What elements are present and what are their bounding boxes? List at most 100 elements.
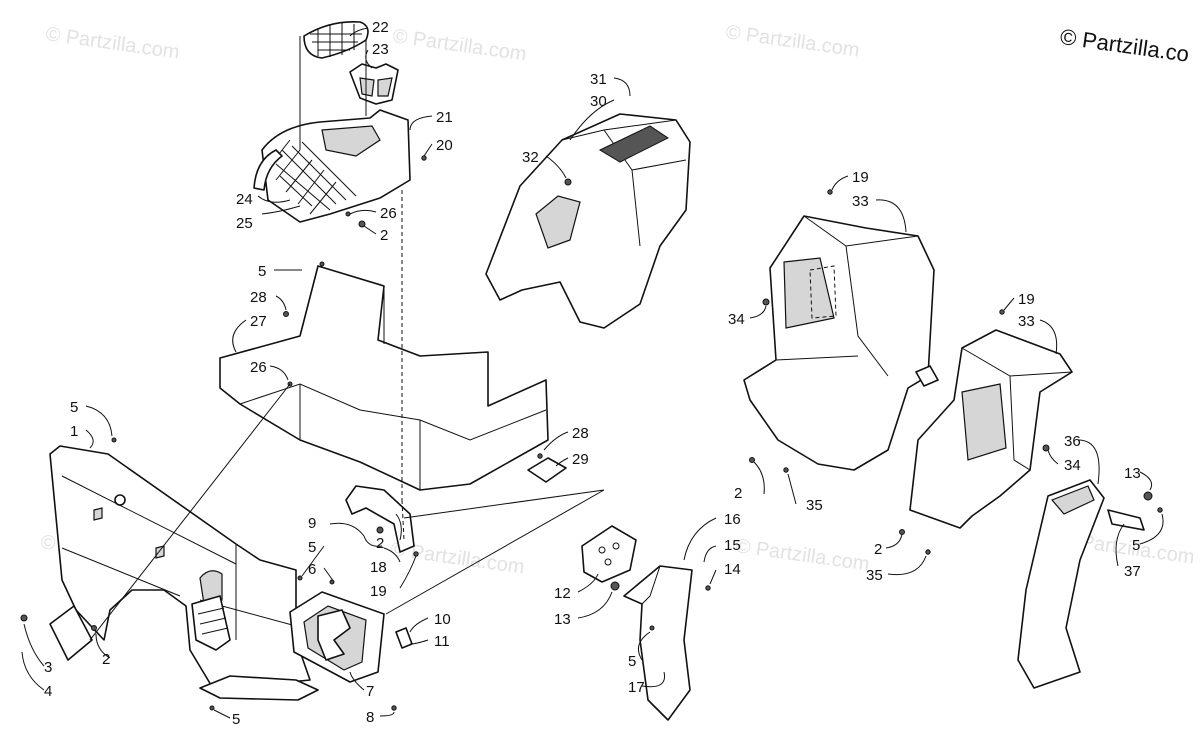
- screw-19-bracket: [413, 551, 419, 557]
- callout-26-top: 26: [380, 205, 397, 222]
- rivet-26: [345, 211, 351, 217]
- leader-6: [323, 567, 335, 583]
- callout-2-top: 2: [380, 227, 388, 244]
- callout-5-floor: 5: [258, 263, 266, 280]
- side-panel-lower-recess: [961, 383, 1007, 461]
- storage-tray: [289, 575, 413, 711]
- screw-19-upper: [827, 189, 833, 195]
- callout-24: 24: [236, 191, 253, 208]
- screw-5-floor: [319, 261, 325, 267]
- leader-14: [709, 569, 717, 585]
- side-panel-upper-hidden-edge: [809, 265, 837, 319]
- callout-35-upper: 35: [806, 497, 823, 514]
- leader-18: [383, 547, 401, 563]
- nut-2-upper: [749, 457, 755, 463]
- callout-26-floor: 26: [250, 359, 267, 376]
- bolt-28-right: [537, 453, 543, 459]
- leader-12: [577, 573, 599, 593]
- latch-10: [395, 627, 413, 649]
- leader-19-lower: [1003, 297, 1015, 311]
- callout-3: 3: [44, 659, 52, 676]
- leader-22: [349, 27, 369, 37]
- bracket-29: [527, 457, 567, 483]
- callout-13: 13: [554, 611, 571, 628]
- front-panel-body: [49, 445, 311, 691]
- leader-26-floor: [269, 365, 289, 381]
- screw-20: [421, 155, 427, 161]
- front-panel-hole: [114, 494, 126, 506]
- leader-4: [21, 651, 45, 691]
- rear-flap-body: [1017, 479, 1105, 689]
- leader-26-top: [349, 209, 377, 215]
- storage-net-mesh: [310, 23, 362, 57]
- callout-16: 16: [724, 511, 741, 528]
- callout-23: 23: [372, 41, 389, 58]
- floor-pan-edges: [239, 265, 547, 490]
- side-panel-upper-recess: [783, 257, 835, 329]
- callout-22: 22: [372, 19, 389, 36]
- callout-5-flap: 5: [628, 653, 636, 670]
- nut-13-rear: [1143, 491, 1153, 501]
- leader-2-top: [363, 225, 377, 235]
- leader-19-upper: [831, 175, 849, 191]
- callout-2-front: 2: [102, 651, 110, 668]
- front-panel-skid: [199, 675, 319, 701]
- leader-24: [257, 195, 291, 203]
- callout-5-rear: 5: [1132, 537, 1140, 554]
- side-panel-lower-edges: [961, 347, 1073, 471]
- leader-23: [365, 49, 373, 69]
- leader-32: [545, 155, 567, 179]
- callout-30: 30: [590, 93, 607, 110]
- screw-5-rear: [1157, 507, 1163, 513]
- callout-25: 25: [236, 215, 253, 232]
- leader-lines: [21, 27, 1164, 719]
- cup-holder-wells: [359, 77, 393, 97]
- leader-8: [379, 711, 395, 717]
- leader-20: [423, 143, 433, 157]
- bolt-28: [283, 311, 289, 317]
- leader-19-bracket: [399, 555, 417, 589]
- screw-8: [391, 705, 397, 711]
- side-panel-upper-edges: [775, 215, 919, 377]
- rear-flap: [1017, 479, 1163, 689]
- leader-35-upper: [787, 473, 797, 505]
- callout-19-bracket: 19: [370, 583, 387, 600]
- callout-33-upper: 33: [852, 193, 869, 210]
- leader-28-floor: [275, 295, 287, 311]
- callout-27: 27: [250, 313, 267, 330]
- callout-36: 36: [1064, 433, 1081, 450]
- side-panel-upper: [743, 189, 939, 473]
- nut-2-bracket: [376, 526, 384, 534]
- callout-37: 37: [1124, 563, 1141, 580]
- leader-2-front: [95, 633, 111, 659]
- leader-16: [683, 517, 717, 561]
- leader-13: [577, 591, 613, 619]
- console-side-net: [253, 149, 283, 191]
- bracket-12: [581, 525, 637, 583]
- callout-7: 7: [366, 683, 374, 700]
- clip-34-lower: [1042, 444, 1050, 452]
- callout-5-front: 5: [70, 399, 78, 416]
- front-panel-edges: [61, 475, 297, 640]
- leader-5-flap: [637, 631, 651, 661]
- leader-34-upper: [749, 305, 767, 319]
- front-panel-light-recess: [199, 570, 223, 605]
- leader-5-tray: [301, 545, 325, 577]
- leader-15: [703, 545, 717, 563]
- screw-5-flap: [649, 625, 655, 631]
- leader-2-upper: [753, 461, 765, 495]
- callout-34-lower: 34: [1064, 457, 1081, 474]
- leader-25: [261, 205, 301, 215]
- bracket-18-body: [345, 485, 415, 553]
- callout-2-bracket: 2: [376, 535, 384, 552]
- leader-5-rear: [1139, 513, 1164, 545]
- decal-30: [598, 125, 669, 163]
- callouts: 22 23 21 20 24 25 26 2 31 30 32 5 28 27 …: [44, 19, 1141, 728]
- callout-28-floor: 28: [250, 289, 267, 306]
- net-assembly-line: [299, 36, 367, 150]
- watermark-6: © Partzilla.com: [734, 535, 871, 576]
- callout-13-rear: 13: [1124, 465, 1141, 482]
- center-cover-body: [485, 113, 691, 329]
- callout-14: 14: [724, 561, 741, 578]
